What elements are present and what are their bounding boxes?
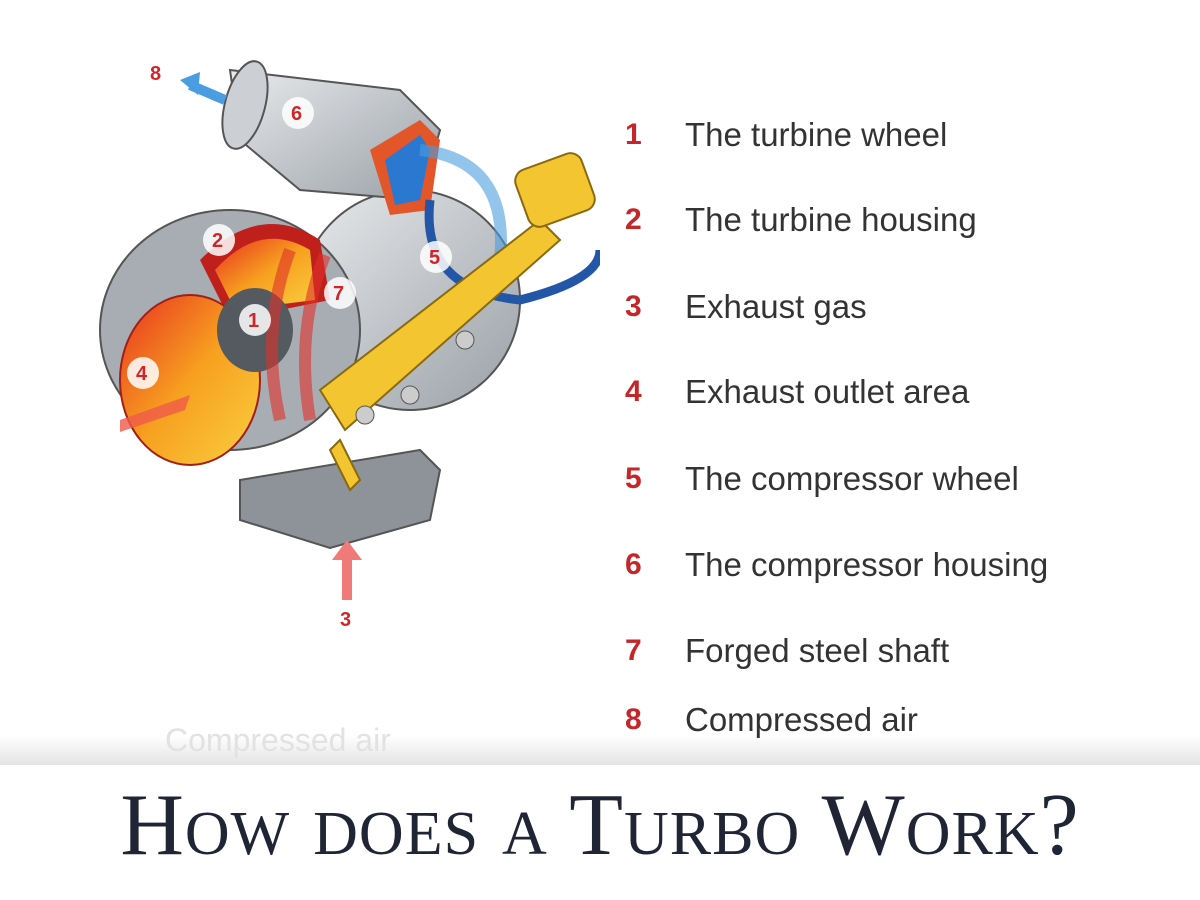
- legend-number: 4: [625, 375, 642, 408]
- turbocharger-cutaway-illustration: 8 6 2 5 7 1 4 3: [99, 60, 600, 631]
- exhaust-flow-arrow: [266, 247, 296, 422]
- legend-item: 3 Exhaust gas: [625, 287, 867, 327]
- legend-number: 2: [625, 203, 642, 236]
- wastegate-actuator-canister: [514, 152, 596, 228]
- compressed-air-arrow-head: [180, 72, 200, 95]
- callout-4: 4: [136, 363, 148, 385]
- callout-6: 6: [291, 103, 302, 125]
- callout-5: 5: [429, 247, 440, 269]
- wastegate-lever: [328, 438, 362, 492]
- legend-item: 2 The turbine housing: [625, 200, 977, 240]
- exhaust-gas-arrow: [332, 540, 362, 600]
- bolt-icon: [355, 405, 375, 425]
- legend-number: 8: [625, 703, 642, 736]
- legend-number: 1: [625, 118, 642, 151]
- legend-label: Compressed air: [685, 701, 918, 738]
- legend-label: The turbine wheel: [685, 116, 948, 153]
- legend-label: The compressor housing: [685, 546, 1049, 583]
- callout-3: 3: [340, 609, 351, 631]
- legend-label: Exhaust gas: [685, 288, 867, 325]
- legend-item: 6 The compressor housing: [625, 545, 1048, 585]
- legend-item: 4 Exhaust outlet area: [625, 372, 969, 412]
- compressor-air-channel: [385, 135, 430, 205]
- bolt-icon: [455, 330, 475, 350]
- mounting-flange: [239, 448, 442, 550]
- exhaust-outlet-arrow: [120, 395, 190, 432]
- legend-number: 6: [625, 548, 642, 581]
- legend-label: Exhaust outlet area: [685, 373, 970, 410]
- callout-7: 7: [333, 283, 344, 305]
- legend-number: 5: [625, 462, 642, 495]
- legend-item: 8 Compressed air: [625, 700, 918, 740]
- legend-label: The turbine housing: [685, 201, 977, 238]
- callout-markers: 8 6 2 5 7 1 4 3: [127, 63, 452, 631]
- outlet-flange: [221, 60, 269, 150]
- callout-1: 1: [248, 310, 259, 332]
- callout-2: 2: [212, 230, 223, 252]
- exhaust-flow-arrow: [299, 252, 331, 421]
- bolt-icon: [400, 385, 420, 405]
- legend-label: Forged steel shaft: [685, 632, 950, 669]
- callout-8: 8: [150, 63, 161, 85]
- legend-number: 3: [625, 290, 642, 323]
- air-flow-arrow: [419, 144, 507, 261]
- legend-number: 7: [625, 634, 642, 667]
- legend-item: 1 The turbine wheel: [625, 115, 947, 155]
- divider-band: [0, 735, 1200, 765]
- faded-caption: Compressed air: [165, 722, 391, 758]
- legend-label: The compressor wheel: [685, 460, 1019, 497]
- page-title: How does a Turbo Work?: [120, 777, 1080, 874]
- wastegate-actuator-rod: [318, 218, 562, 432]
- legend-item: 7 Forged steel shaft: [625, 631, 949, 671]
- legend-item: 5 The compressor wheel: [625, 459, 1019, 499]
